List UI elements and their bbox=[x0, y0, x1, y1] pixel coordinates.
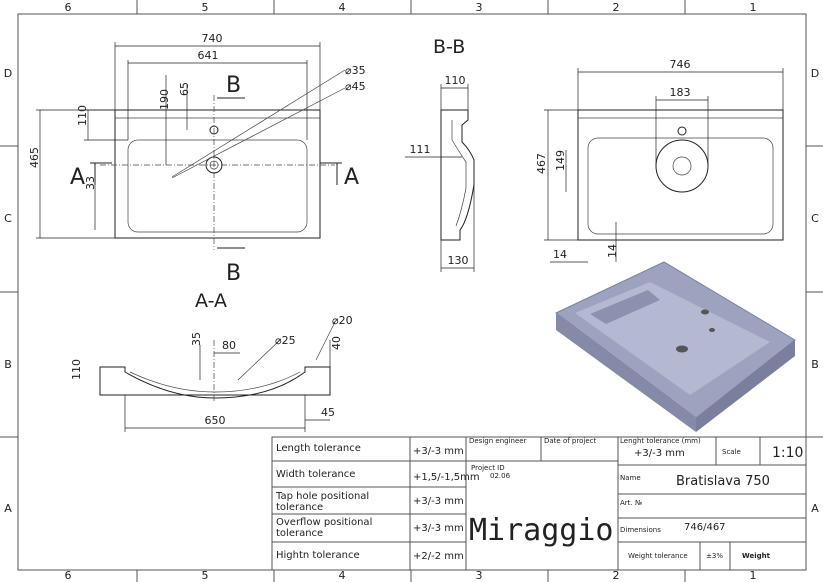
dim-65: 65 bbox=[178, 82, 191, 96]
rear-outline bbox=[577, 109, 784, 241]
tol-width-label: Width tolerance bbox=[276, 469, 355, 480]
rear-view: 746 183 467 149 14 14 bbox=[535, 58, 784, 263]
name-label: Name bbox=[620, 474, 641, 482]
grid-col-5-top: 5 bbox=[202, 1, 209, 14]
section-aa-title: A-A bbox=[195, 290, 227, 312]
grid-row-b-right: B bbox=[811, 358, 819, 371]
grid-col-4-bottom: 4 bbox=[339, 569, 346, 582]
weight-label: Weight bbox=[742, 552, 771, 560]
art-label: Art. № bbox=[620, 499, 642, 507]
tol-height-label: Hightn tolerance bbox=[276, 550, 360, 561]
grid-col-3-bottom: 3 bbox=[476, 569, 483, 582]
tol-taphole-label-2: tolerance bbox=[276, 502, 323, 513]
section-bb-view: B-B 110 111 130 bbox=[405, 36, 475, 272]
section-marker-b-top: B bbox=[226, 73, 241, 98]
side-dim-149: 149 bbox=[554, 150, 567, 171]
bb-dim-110: 110 bbox=[445, 74, 466, 87]
dim-190: 190 bbox=[158, 89, 171, 110]
grid-row-c-left: C bbox=[4, 212, 12, 225]
name-value: Bratislava 750 bbox=[676, 474, 770, 489]
grid-col-2-bottom: 2 bbox=[613, 569, 620, 582]
aa-dim-45: 45 bbox=[321, 406, 335, 419]
side-dim-746: 746 bbox=[670, 58, 691, 71]
top-view: 740 641 190 65 110 465 33 ⌀35 ⌀45 A bbox=[28, 32, 366, 286]
grid-col-1-top: 1 bbox=[750, 1, 757, 14]
aa-dim-80: 80 bbox=[222, 339, 236, 352]
grid-row-labels: D C B A D C B A bbox=[4, 67, 819, 515]
tol-taphole-label-1: Tap hole positional bbox=[275, 491, 369, 502]
grid-column-labels-bottom: 6 5 4 3 2 1 bbox=[65, 569, 757, 582]
aa-dim-diameter-20: ⌀20 bbox=[332, 314, 353, 327]
tol-taphole-value: +3/-3 mm bbox=[413, 496, 464, 507]
dim-diameter-45: ⌀45 bbox=[345, 80, 366, 93]
aa-dim-35: 35 bbox=[190, 332, 203, 346]
tol-height-value: +2/-2 mm bbox=[413, 551, 464, 562]
dim-width-641: 641 bbox=[198, 49, 219, 62]
grid-col-2-top: 2 bbox=[613, 1, 620, 14]
design-engineer-label: Design engineer bbox=[469, 437, 527, 445]
section-aa-view: A-A 110 35 80 ⌀25 ⌀20 40 650 45 bbox=[70, 290, 353, 432]
tol-overflow-label-1: Overflow positional bbox=[276, 517, 372, 528]
weight-tolerance-label: Weight tolerance bbox=[628, 552, 688, 560]
grid-column-labels-top: 6 5 4 3 2 1 bbox=[65, 1, 757, 14]
section-marker-a-left: A bbox=[70, 165, 85, 190]
aa-dim-40: 40 bbox=[330, 336, 343, 350]
basin-outline bbox=[114, 109, 321, 239]
tol-width-value: +1,5/-1,5mm bbox=[413, 472, 480, 483]
grid-col-3-top: 3 bbox=[476, 1, 483, 14]
aa-dim-110: 110 bbox=[70, 359, 83, 380]
grid-row-d-left: D bbox=[4, 67, 12, 80]
basin-3d-render bbox=[555, 261, 796, 432]
bb-dim-130: 130 bbox=[448, 254, 469, 267]
project-id-label: Project ID bbox=[471, 464, 505, 472]
side-dim-14-horizontal: 14 bbox=[553, 248, 567, 261]
dim-465: 465 bbox=[28, 147, 41, 168]
tol-overflow-value: +3/-3 mm bbox=[413, 523, 464, 534]
title-block: Length tolerance +3/-3 mm Width toleranc… bbox=[271, 436, 807, 571]
grid-col-4-top: 4 bbox=[339, 1, 346, 14]
scale-label: Scale bbox=[722, 448, 741, 456]
tol-length-value: +3/-3 mm bbox=[413, 446, 464, 457]
dim-diameter-35: ⌀35 bbox=[345, 64, 366, 77]
project-id-value: 02.06 bbox=[490, 472, 511, 480]
grid-row-b-left: B bbox=[4, 358, 12, 371]
dim-33: 33 bbox=[84, 176, 97, 190]
bb-dim-111: 111 bbox=[410, 143, 431, 156]
date-of-project-label: Date of project bbox=[544, 437, 596, 445]
aa-dim-diameter-25: ⌀25 bbox=[275, 334, 296, 347]
grid-row-c-right: C bbox=[811, 212, 819, 225]
tol-length-label: Length tolerance bbox=[276, 443, 361, 454]
bowl-outline bbox=[127, 139, 308, 233]
side-dim-183: 183 bbox=[670, 86, 691, 99]
grid-col-5-bottom: 5 bbox=[202, 569, 209, 582]
tol-overflow-label-2: tolerance bbox=[276, 528, 323, 539]
grid-row-a-left: A bbox=[4, 502, 12, 515]
aa-dim-650: 650 bbox=[205, 414, 226, 427]
section-marker-a-right: A bbox=[344, 165, 359, 190]
dimensions-label: Dimensions bbox=[620, 526, 661, 534]
grid-row-d-right: D bbox=[811, 67, 819, 80]
length-tol-mm-label: Lenght tolerance (mm) bbox=[620, 437, 701, 445]
side-dim-467: 467 bbox=[535, 153, 548, 174]
section-marker-b-bottom: B bbox=[226, 261, 241, 286]
side-dim-14-vertical: 14 bbox=[606, 244, 619, 258]
grid-col-6-top: 6 bbox=[65, 1, 72, 14]
grid-row-a-right: A bbox=[811, 502, 819, 515]
dim-110: 110 bbox=[76, 105, 89, 126]
length-tol-mm-value: +3/-3 mm bbox=[634, 448, 685, 459]
scale-value: 1:10 bbox=[772, 445, 803, 461]
dimensions-value: 746/467 bbox=[684, 522, 726, 533]
weight-tolerance-value: ±3% bbox=[706, 552, 723, 560]
grid-col-1-bottom: 1 bbox=[750, 569, 757, 582]
section-bb-title: B-B bbox=[433, 36, 465, 58]
brand-miraggio: Miraggio bbox=[469, 513, 614, 548]
dim-width-740: 740 bbox=[202, 32, 223, 45]
grid-col-6-bottom: 6 bbox=[65, 569, 72, 582]
